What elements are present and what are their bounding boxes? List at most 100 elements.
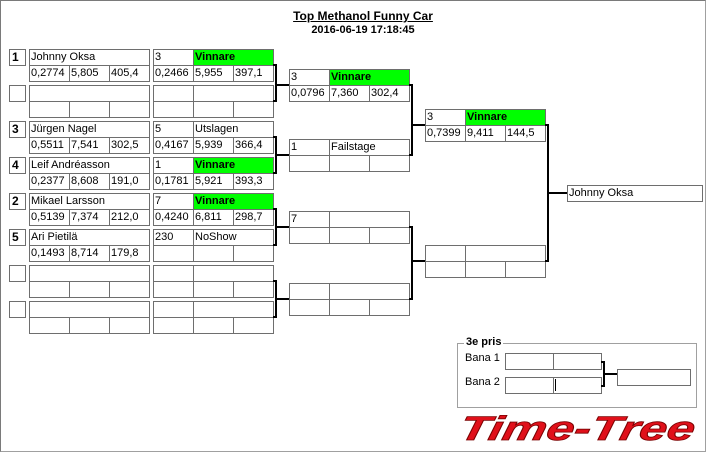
driver-name-cell[interactable]: Johnny Oksa bbox=[29, 49, 150, 66]
elapsed-time-cell[interactable] bbox=[465, 261, 506, 278]
reaction-time-cell[interactable] bbox=[29, 101, 70, 118]
speed-cell[interactable]: 393,3 bbox=[233, 173, 274, 190]
speed-cell[interactable]: 212,0 bbox=[109, 209, 150, 226]
seed-cell[interactable] bbox=[9, 85, 26, 102]
status-cell[interactable]: Vinnare bbox=[193, 193, 274, 210]
lane-cell[interactable]: 1 bbox=[289, 139, 330, 156]
winner-cell[interactable]: Johnny Oksa bbox=[567, 185, 703, 202]
driver-name-cell[interactable] bbox=[29, 265, 150, 282]
reaction-time-cell[interactable] bbox=[289, 299, 330, 316]
elapsed-time-cell[interactable]: 7,360 bbox=[329, 85, 370, 102]
reaction-time-cell[interactable] bbox=[153, 245, 194, 262]
elapsed-time-cell[interactable] bbox=[193, 317, 234, 334]
speed-cell[interactable] bbox=[369, 155, 410, 172]
speed-cell[interactable] bbox=[109, 281, 150, 298]
elapsed-time-cell[interactable] bbox=[69, 101, 110, 118]
elapsed-time-cell[interactable]: 5,955 bbox=[193, 65, 234, 82]
status-cell[interactable] bbox=[465, 245, 546, 262]
speed-cell[interactable]: 191,0 bbox=[109, 173, 150, 190]
status-cell[interactable] bbox=[329, 211, 410, 228]
status-cell[interactable]: Vinnare bbox=[193, 49, 274, 66]
lane-cell[interactable] bbox=[425, 245, 466, 262]
status-cell[interactable]: Utslagen bbox=[193, 121, 274, 138]
speed-cell[interactable]: 298,7 bbox=[233, 209, 274, 226]
lane-cell[interactable] bbox=[153, 301, 194, 318]
lane-cell[interactable]: 3 bbox=[289, 69, 330, 86]
seed-cell[interactable]: 2 bbox=[9, 193, 26, 210]
speed-cell[interactable] bbox=[233, 317, 274, 334]
status-cell[interactable]: Vinnare bbox=[465, 109, 546, 126]
elapsed-time-cell[interactable] bbox=[329, 299, 370, 316]
elapsed-time-cell[interactable]: 7,541 bbox=[69, 137, 110, 154]
elapsed-time-cell[interactable] bbox=[69, 317, 110, 334]
status-cell[interactable]: Vinnare bbox=[329, 69, 410, 86]
reaction-time-cell[interactable]: 0,2466 bbox=[153, 65, 194, 82]
lane-cell[interactable]: 5 bbox=[153, 121, 194, 138]
reaction-time-cell[interactable]: 0,1493 bbox=[29, 245, 70, 262]
lane-cell[interactable]: 7 bbox=[153, 193, 194, 210]
reaction-time-cell[interactable]: 0,2377 bbox=[29, 173, 70, 190]
seed-cell[interactable]: 5 bbox=[9, 229, 26, 246]
status-cell[interactable] bbox=[193, 85, 274, 102]
third-lane1-cell-b[interactable] bbox=[553, 353, 602, 370]
reaction-time-cell[interactable] bbox=[153, 317, 194, 334]
reaction-time-cell[interactable]: 0,2774 bbox=[29, 65, 70, 82]
elapsed-time-cell[interactable] bbox=[193, 281, 234, 298]
driver-name-cell[interactable]: Leif Andréasson bbox=[29, 157, 150, 174]
third-lane2-cell-a[interactable] bbox=[505, 377, 554, 394]
elapsed-time-cell[interactable]: 6,811 bbox=[193, 209, 234, 226]
elapsed-time-cell[interactable] bbox=[329, 155, 370, 172]
driver-name-cell[interactable]: Mikael Larsson bbox=[29, 193, 150, 210]
elapsed-time-cell[interactable]: 8,714 bbox=[69, 245, 110, 262]
speed-cell[interactable]: 397,1 bbox=[233, 65, 274, 82]
seed-cell[interactable]: 3 bbox=[9, 121, 26, 138]
reaction-time-cell[interactable] bbox=[153, 101, 194, 118]
lane-cell[interactable]: 3 bbox=[153, 49, 194, 66]
lane-cell[interactable] bbox=[153, 265, 194, 282]
speed-cell[interactable] bbox=[109, 101, 150, 118]
reaction-time-cell[interactable] bbox=[289, 155, 330, 172]
reaction-time-cell[interactable] bbox=[29, 281, 70, 298]
lane-cell[interactable] bbox=[289, 283, 330, 300]
status-cell[interactable]: Failstage bbox=[329, 139, 410, 156]
reaction-time-cell[interactable] bbox=[289, 227, 330, 244]
speed-cell[interactable]: 302,4 bbox=[369, 85, 410, 102]
speed-cell[interactable] bbox=[505, 261, 546, 278]
lane-cell[interactable] bbox=[153, 85, 194, 102]
reaction-time-cell[interactable]: 0,5511 bbox=[29, 137, 70, 154]
driver-name-cell[interactable]: Jürgen Nagel bbox=[29, 121, 150, 138]
reaction-time-cell[interactable] bbox=[153, 281, 194, 298]
elapsed-time-cell[interactable]: 9,411 bbox=[465, 125, 506, 142]
speed-cell[interactable]: 366,4 bbox=[233, 137, 274, 154]
speed-cell[interactable] bbox=[233, 101, 274, 118]
speed-cell[interactable] bbox=[233, 281, 274, 298]
reaction-time-cell[interactable] bbox=[425, 261, 466, 278]
seed-cell[interactable]: 1 bbox=[9, 49, 26, 66]
lane-cell[interactable]: 3 bbox=[425, 109, 466, 126]
driver-name-cell[interactable]: Ari Pietilä bbox=[29, 229, 150, 246]
third-lane2-cell-b[interactable] bbox=[553, 377, 602, 394]
speed-cell[interactable]: 179,8 bbox=[109, 245, 150, 262]
speed-cell[interactable] bbox=[369, 299, 410, 316]
status-cell[interactable]: NoShow bbox=[193, 229, 274, 246]
status-cell[interactable] bbox=[193, 301, 274, 318]
speed-cell[interactable]: 144,5 bbox=[505, 125, 546, 142]
elapsed-time-cell[interactable]: 8,608 bbox=[69, 173, 110, 190]
reaction-time-cell[interactable] bbox=[29, 317, 70, 334]
elapsed-time-cell[interactable]: 5,939 bbox=[193, 137, 234, 154]
elapsed-time-cell[interactable]: 7,374 bbox=[69, 209, 110, 226]
elapsed-time-cell[interactable] bbox=[329, 227, 370, 244]
reaction-time-cell[interactable]: 0,1781 bbox=[153, 173, 194, 190]
seed-cell[interactable]: 4 bbox=[9, 157, 26, 174]
seed-cell[interactable] bbox=[9, 265, 26, 282]
reaction-time-cell[interactable]: 0,0796 bbox=[289, 85, 330, 102]
status-cell[interactable]: Vinnare bbox=[193, 157, 274, 174]
seed-cell[interactable] bbox=[9, 301, 26, 318]
lane-cell[interactable]: 1 bbox=[153, 157, 194, 174]
reaction-time-cell[interactable]: 0,4240 bbox=[153, 209, 194, 226]
lane-cell[interactable]: 230 bbox=[153, 229, 194, 246]
reaction-time-cell[interactable]: 0,5139 bbox=[29, 209, 70, 226]
speed-cell[interactable] bbox=[233, 245, 274, 262]
lane-cell[interactable]: 7 bbox=[289, 211, 330, 228]
elapsed-time-cell[interactable] bbox=[69, 281, 110, 298]
